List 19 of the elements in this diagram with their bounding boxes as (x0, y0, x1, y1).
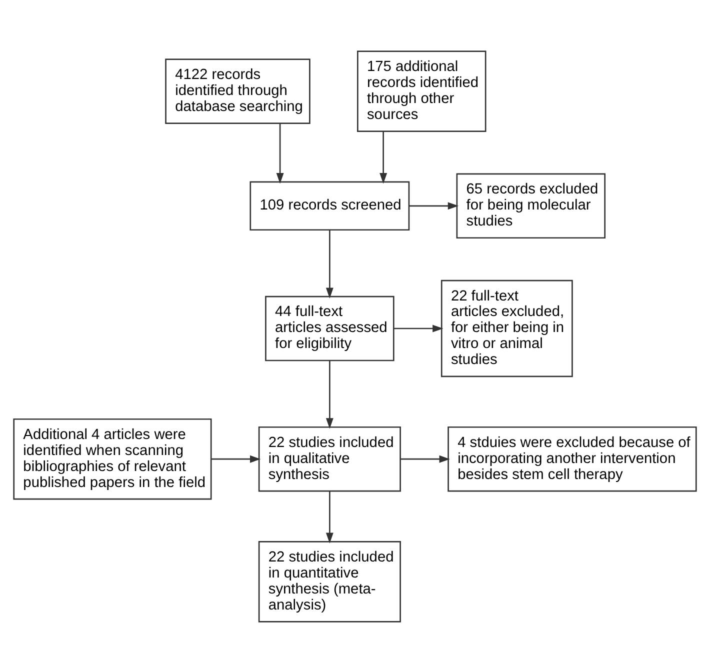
arrow (326, 230, 334, 298)
arrow (212, 454, 261, 462)
node-box: 44 full-text articles assessed for eligibility (265, 295, 394, 361)
node-box: 65 records excluded for being molecular studies (456, 172, 606, 238)
arrow (380, 130, 388, 184)
node-box: 22 studies included in qualitative synthesis (258, 426, 401, 492)
node-box: 22 studies included in quantitative synthesis (meta-analysis) (258, 540, 401, 622)
node-box: 4 stduies were excluded because of incorporating another intervention besides stem cell therapy (448, 426, 697, 492)
arrow (400, 454, 450, 462)
arrow (276, 123, 284, 184)
node-box: 109 records screened (250, 180, 410, 230)
node-box: 4122 records identified through database searching (165, 58, 310, 124)
arrow (326, 490, 334, 543)
node-box: 22 full-text articles excluded, for either being in vitro or animal studies (440, 279, 573, 377)
arrow (326, 360, 334, 428)
arrow (394, 324, 444, 332)
node-box: Additional 4 articles were identified when scanning bibliographies of relevant published papers in the field (13, 418, 212, 500)
arrow (409, 202, 459, 210)
node-box: 175 additional records identified through other sources (357, 50, 486, 132)
